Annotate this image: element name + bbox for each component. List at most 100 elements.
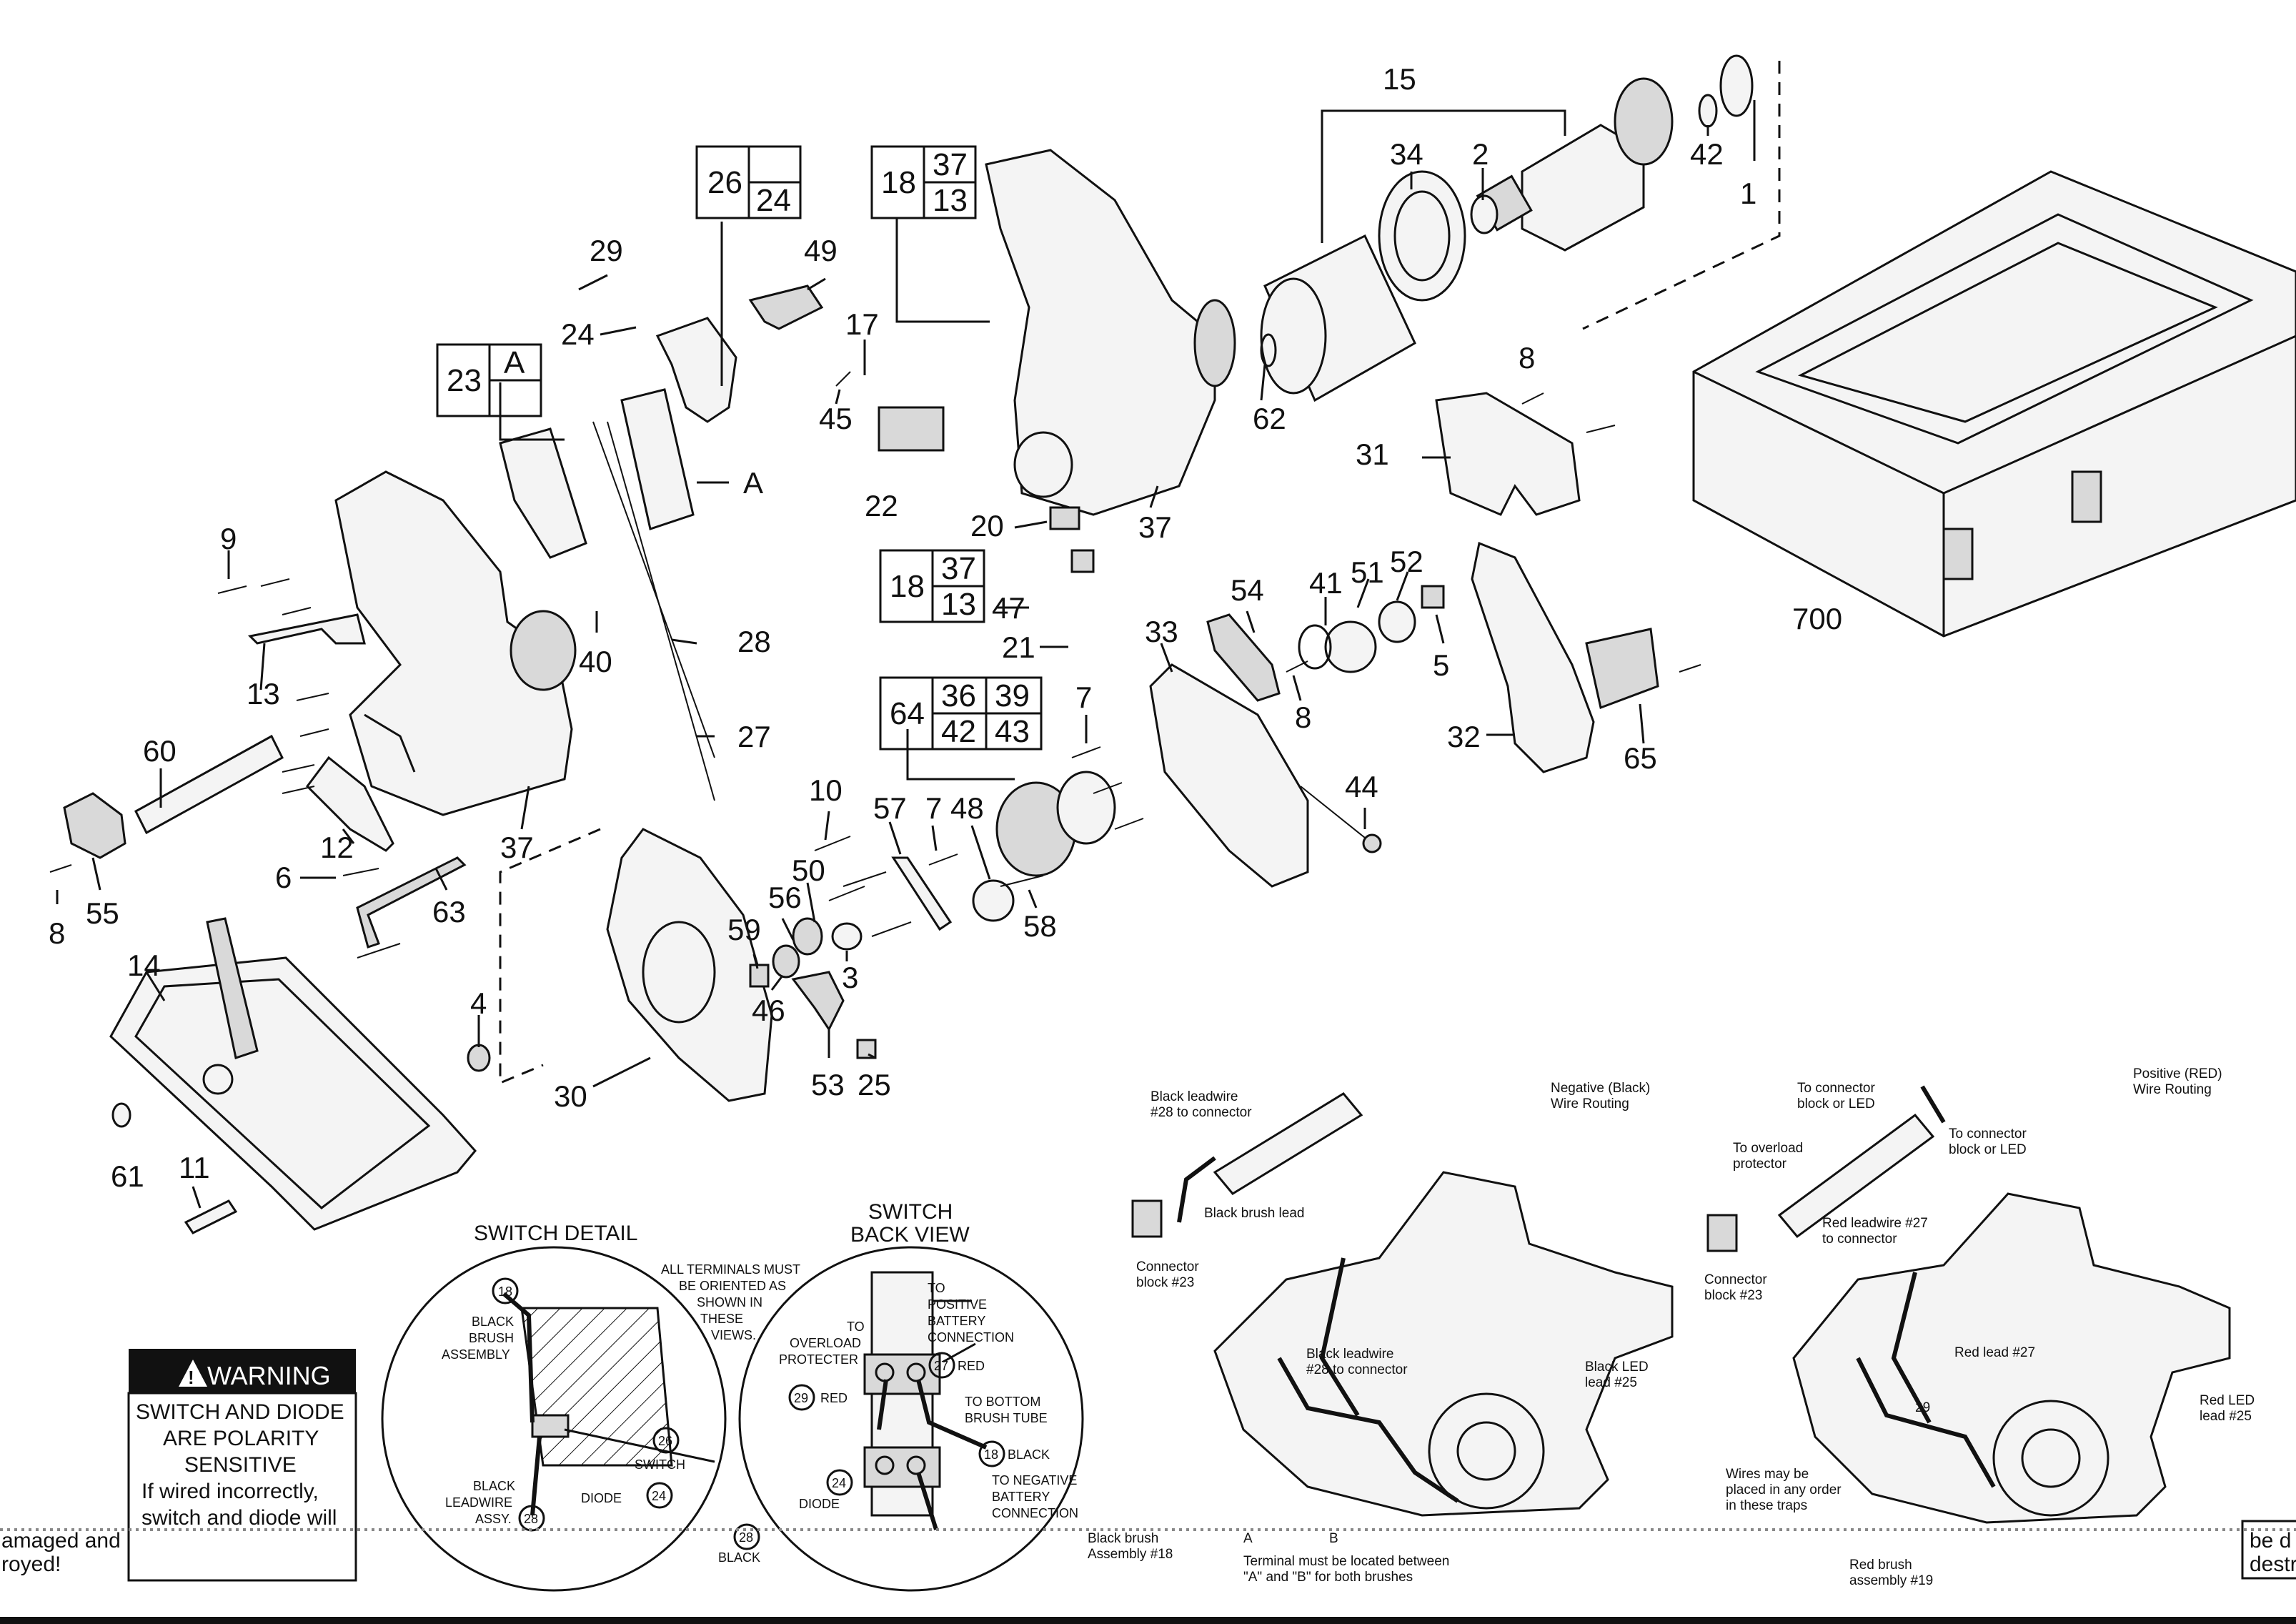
svg-text:26: 26 <box>707 165 742 200</box>
svg-text:lead #25: lead #25 <box>2200 1409 2252 1424</box>
part-label: 40 <box>579 645 612 678</box>
svg-text:SWITCH AND DIODE: SWITCH AND DIODE <box>136 1400 344 1424</box>
svg-text:#28 to connector: #28 to connector <box>1306 1362 1408 1377</box>
svg-text:switch and diode will: switch and diode will <box>141 1506 337 1530</box>
part-label: 50 <box>792 853 825 887</box>
kit-box-18-top: 18 37 13 <box>870 145 977 219</box>
part-label: 48 <box>950 791 984 825</box>
wire-28 <box>592 421 715 758</box>
lower-guard-32 <box>1471 541 1595 773</box>
svg-text:BLACK: BLACK <box>472 1314 514 1329</box>
part-label: 2 <box>1472 137 1489 171</box>
nut-46 <box>772 944 800 979</box>
part-label: 27 <box>737 720 771 753</box>
part-label: 49 <box>804 234 838 267</box>
washer-3 <box>831 922 863 951</box>
part-label: 5 <box>1433 648 1449 682</box>
part-label: 52 <box>1390 545 1423 578</box>
svg-text:"A" and "B" for both brushes: "A" and "B" for both brushes <box>1243 1570 1413 1585</box>
connector-22 <box>878 406 945 452</box>
svg-text:ARE POLARITY: ARE POLARITY <box>163 1427 319 1450</box>
part-label: 44 <box>1345 770 1378 803</box>
svg-text:TO: TO <box>928 1281 945 1295</box>
switch-23 <box>499 427 587 559</box>
plate-12 <box>306 756 394 852</box>
svg-text:Red lead #27: Red lead #27 <box>1954 1345 2035 1360</box>
part-label: 37 <box>1138 510 1172 544</box>
svg-text:36: 36 <box>941 678 976 713</box>
svg-text:Black leadwire: Black leadwire <box>1306 1347 1394 1362</box>
kit-box-23: 23 A <box>436 343 542 417</box>
svg-text:ALL TERMINALS MUST: ALL TERMINALS MUST <box>661 1262 800 1277</box>
base-knob <box>202 1064 234 1095</box>
part-label: 46 <box>752 994 785 1027</box>
svg-text:TO: TO <box>847 1320 865 1334</box>
tube-60 <box>134 734 284 835</box>
svg-text:assembly #19: assembly #19 <box>1849 1573 1933 1588</box>
svg-text:If wired incorrectly,: If wired incorrectly, <box>141 1480 319 1503</box>
blade-housing-hole <box>642 921 716 1024</box>
dash-line-right <box>1582 61 1781 330</box>
part-label: 54 <box>1231 573 1264 607</box>
svg-text:OVERLOAD: OVERLOAD <box>790 1336 861 1350</box>
svg-text:LEADWIRE: LEADWIRE <box>445 1495 512 1510</box>
svg-text:be d: be d <box>2250 1529 2291 1553</box>
switch-26 <box>655 317 737 423</box>
switch-back-view-inset: SWITCH BACK VIEW TO OVERLOAD PROTECTER T… <box>718 1200 1084 1592</box>
svg-text:CONNECTION: CONNECTION <box>928 1330 1014 1345</box>
positive-wire-routing: Positive (RED) Wire Routing To connector… <box>1704 1066 2255 1588</box>
part-label: 1 <box>1740 177 1756 210</box>
part-label: 45 <box>819 402 853 435</box>
gearbox-64 <box>995 771 1116 877</box>
part-label: 53 <box>811 1068 845 1101</box>
svg-text:Black LED: Black LED <box>1585 1360 1649 1375</box>
svg-text:13: 13 <box>933 183 968 218</box>
svg-text:18: 18 <box>984 1447 998 1462</box>
part-label: 30 <box>554 1079 587 1113</box>
motor-housing-37 <box>985 149 1236 516</box>
part-label: 7 <box>925 791 942 825</box>
kit-box-26: 26 24 <box>695 145 802 219</box>
part-label: 37 <box>500 831 534 864</box>
blade-housing-30 <box>606 828 773 1102</box>
part-label: 25 <box>858 1068 891 1101</box>
svg-text:Black brush lead: Black brush lead <box>1204 1206 1304 1221</box>
svg-text:ASSEMBLY: ASSEMBLY <box>442 1347 510 1362</box>
svg-text:SWITCH: SWITCH <box>635 1457 685 1472</box>
trigger-49 <box>748 284 824 330</box>
svg-text:24: 24 <box>832 1476 846 1490</box>
guard-65 <box>1585 628 1659 710</box>
svg-text:Positive (RED): Positive (RED) <box>2133 1066 2222 1081</box>
part-label: 700 <box>1792 602 1842 635</box>
svg-text:protector: protector <box>1733 1157 1787 1172</box>
lever-55 <box>63 792 126 859</box>
washer-61 <box>111 1102 131 1128</box>
svg-text:24: 24 <box>756 183 791 218</box>
svg-text:18: 18 <box>498 1284 512 1299</box>
svg-text:18: 18 <box>890 569 925 604</box>
part-label: 63 <box>432 895 466 929</box>
part-label: 34 <box>1390 137 1423 171</box>
part-label: 62 <box>1253 402 1286 435</box>
warning-box: ! WARNING SWITCH AND DIODE ARE POLARITY … <box>1 1349 357 1582</box>
switch-detail-title: SWITCH DETAIL <box>474 1222 637 1245</box>
dash-line-left <box>499 828 601 1085</box>
ring-62 <box>1260 333 1277 367</box>
part-label: 33 <box>1145 615 1178 648</box>
svg-text:Red leadwire #27: Red leadwire #27 <box>1822 1216 1928 1231</box>
svg-text:block #23: block #23 <box>1136 1275 1194 1290</box>
svg-text:Black brush: Black brush <box>1088 1531 1158 1546</box>
part-label: 8 <box>1519 341 1535 375</box>
switch-detail-inset: SWITCH DETAIL 18 BLACK BRUSH ASSEMBLY 26… <box>381 1222 727 1592</box>
lever-54 <box>1206 613 1281 702</box>
right-edge-fragment: be d destr <box>2241 1520 2296 1580</box>
cam-48 <box>972 879 1015 922</box>
svg-text:DIODE: DIODE <box>581 1491 622 1505</box>
part-number-labels: 15 34 2 42 1 29 49 24 17 45 22 62 8 31 A… <box>49 62 1842 1193</box>
pin-25 <box>856 1039 877 1059</box>
svg-text:TO BOTTOM: TO BOTTOM <box>965 1395 1040 1409</box>
svg-text:placed in any order: placed in any order <box>1726 1482 1842 1497</box>
nut-4 <box>467 1044 491 1072</box>
svg-text:POSITIVE: POSITIVE <box>928 1297 987 1312</box>
svg-text:RED: RED <box>820 1391 848 1405</box>
